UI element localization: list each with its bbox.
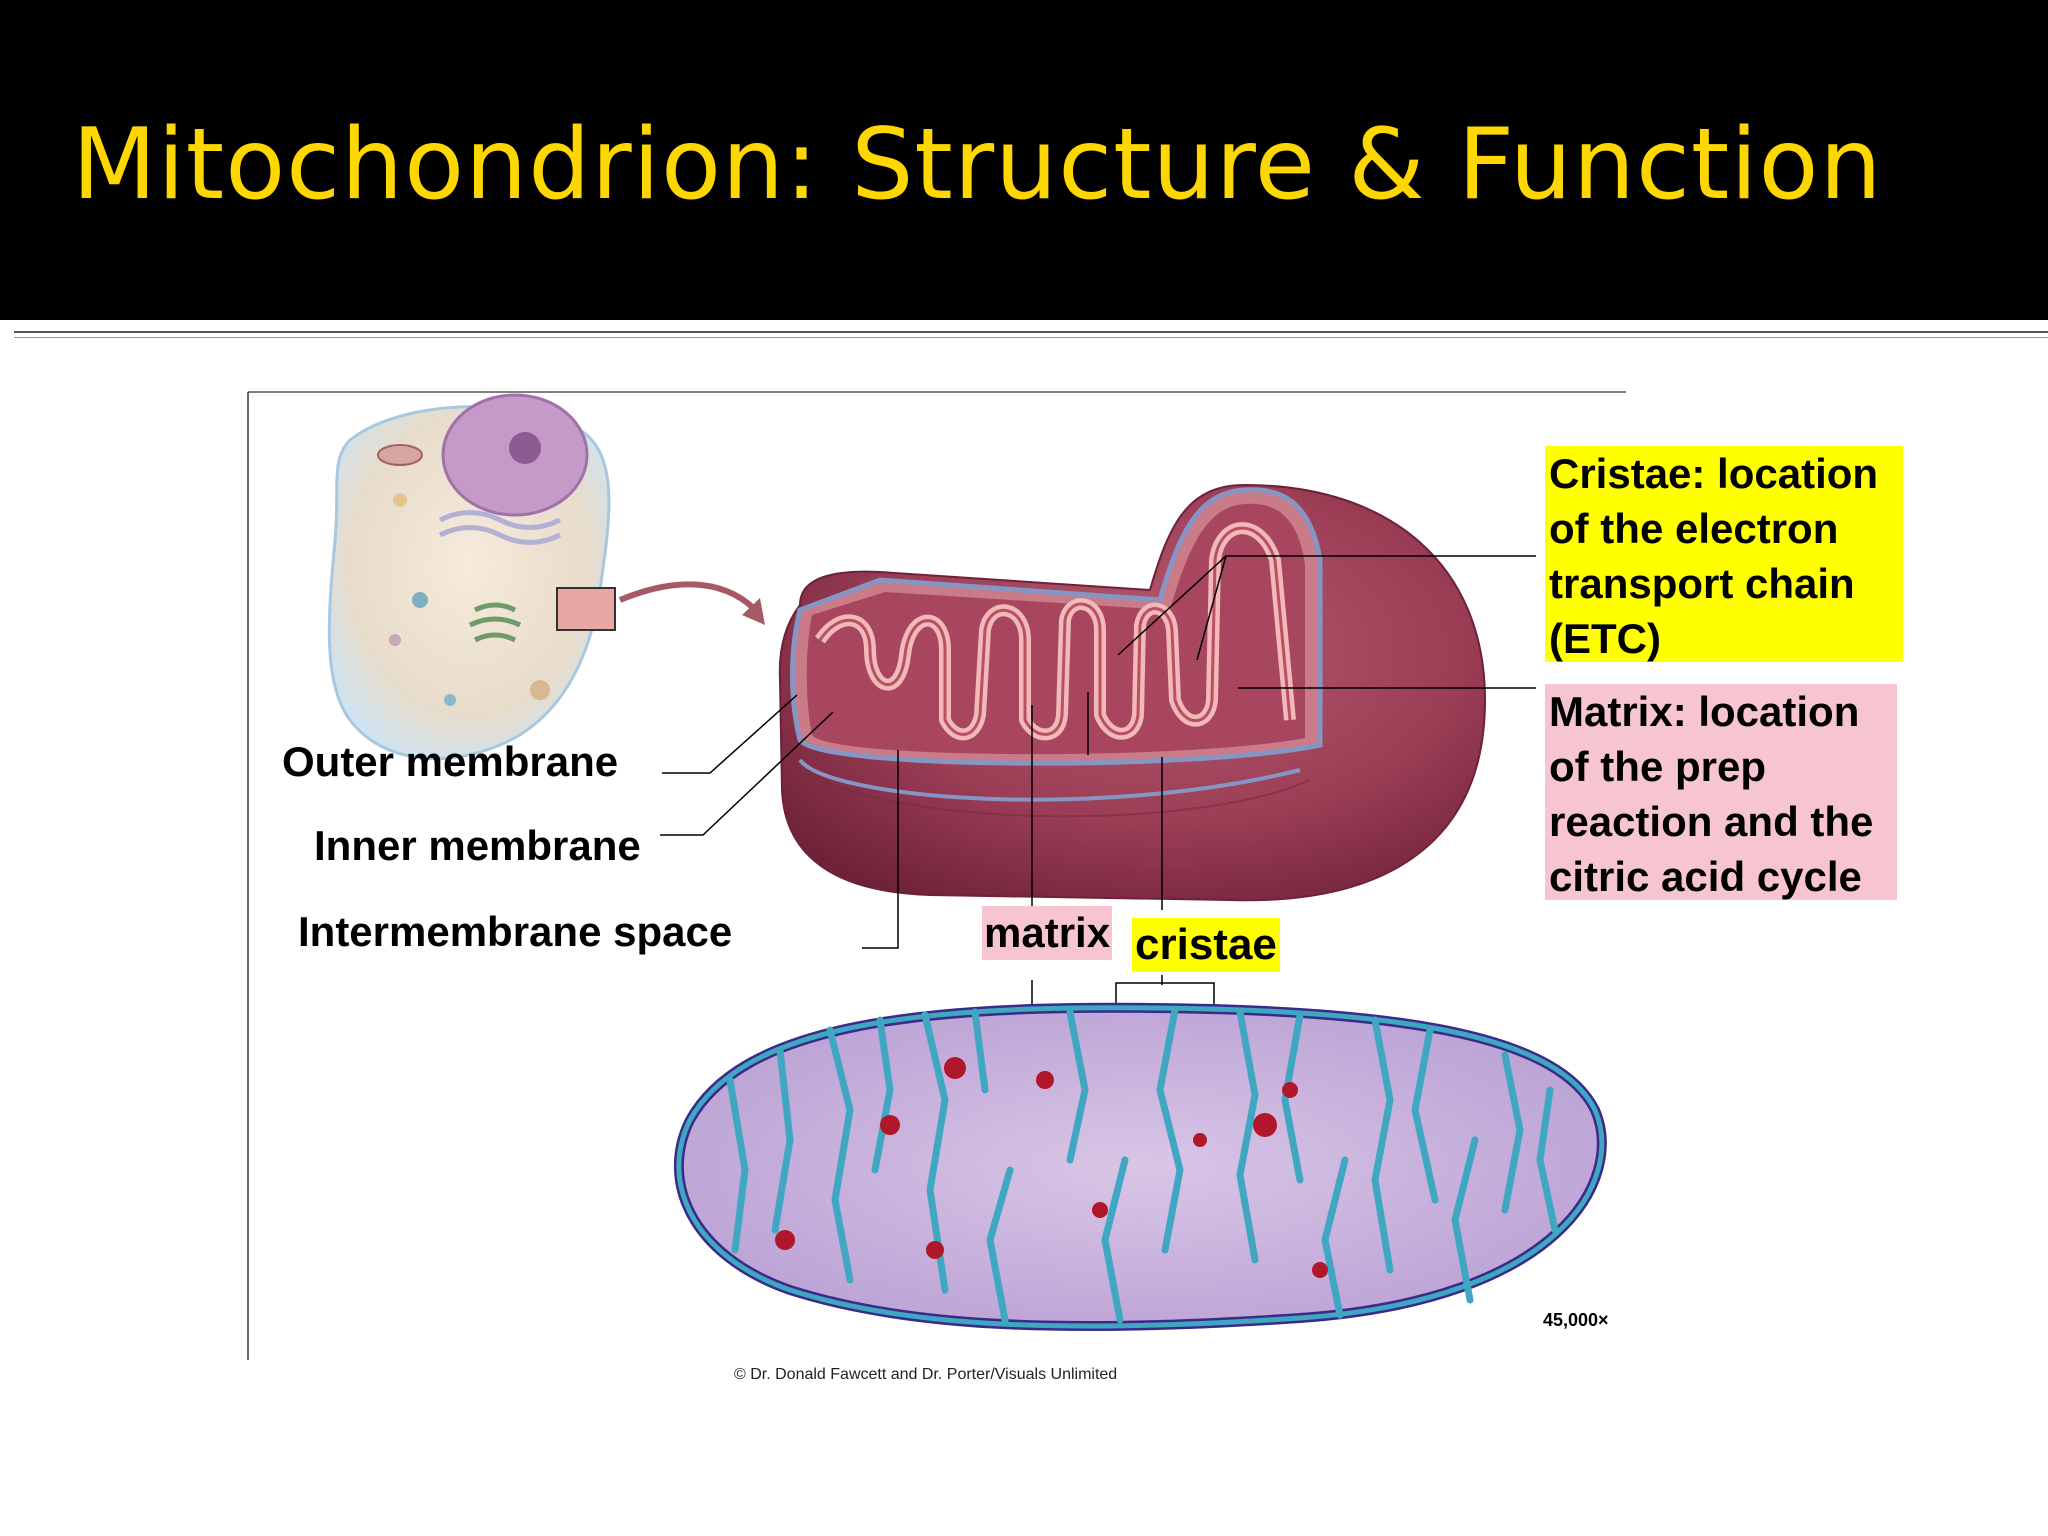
label-inner-membrane: Inner membrane bbox=[314, 822, 641, 869]
leader-intermembrane-space bbox=[862, 750, 899, 949]
mitochondrion-3d bbox=[778, 483, 1487, 902]
leader-inner-membrane bbox=[660, 711, 834, 836]
divider-line bbox=[14, 331, 2048, 333]
label-intermembrane-space: Intermembrane space bbox=[298, 908, 733, 955]
micrograph-granules bbox=[775, 1057, 1328, 1278]
leader-lines bbox=[660, 555, 1536, 1120]
arrow-icon bbox=[742, 598, 765, 625]
label-matrix: matrix bbox=[982, 906, 1113, 960]
slide-title: Mitochondrion: Structure & Function bbox=[72, 108, 1883, 222]
label-cristae: cristae bbox=[1132, 918, 1280, 972]
label-outer-membrane: Outer membrane bbox=[282, 738, 619, 785]
image-credit: © Dr. Donald Fawcett and Dr. Porter/Visu… bbox=[734, 1366, 1118, 1383]
magnification-label: 45,000× bbox=[1543, 1310, 1609, 1330]
mitochondrion-highlight-box bbox=[556, 587, 616, 631]
micrograph-cristae bbox=[726, 1006, 1559, 1324]
divider-line-thin bbox=[14, 337, 2048, 338]
leader-cristae-callout-b bbox=[1196, 555, 1227, 661]
callout-cristae: Cristae: location of the electron transp… bbox=[1545, 446, 1903, 662]
nucleolus bbox=[509, 432, 541, 464]
title-bar: Mitochondrion: Structure & Function bbox=[0, 0, 2048, 320]
cell-illustration bbox=[327, 393, 765, 761]
callout-matrix: Matrix: location of the prep reaction an… bbox=[1545, 684, 1897, 900]
electron-micrograph bbox=[673, 1002, 1607, 1332]
leader-outer-membrane bbox=[662, 694, 798, 774]
